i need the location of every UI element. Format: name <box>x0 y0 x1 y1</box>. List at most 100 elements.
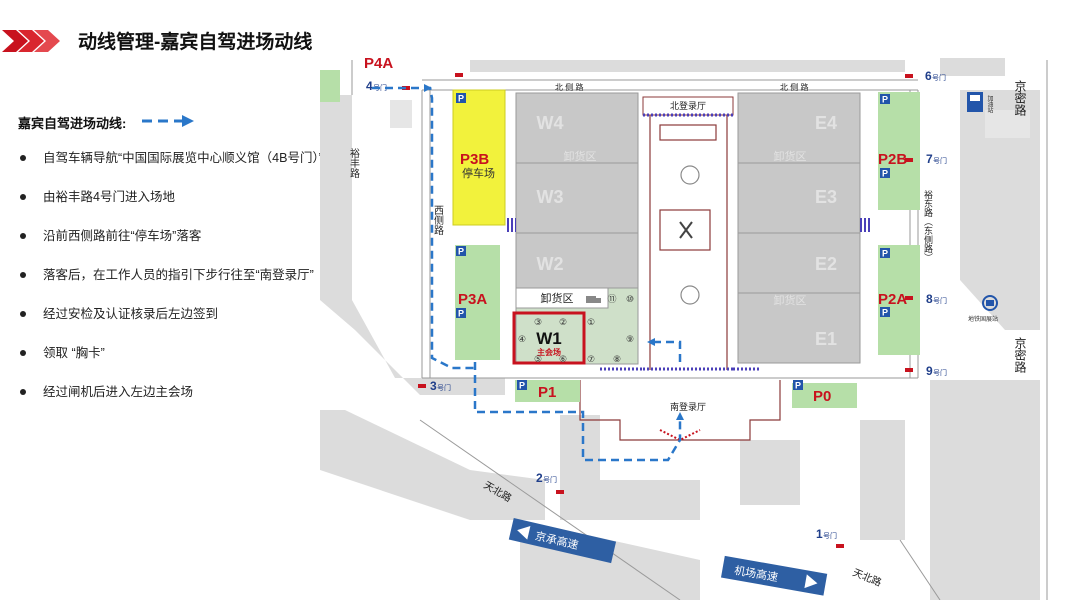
central-corridor <box>579 100 781 441</box>
parking-icons: P P P P P P P P P <box>456 93 890 391</box>
svg-text:W2: W2 <box>537 254 564 274</box>
highway-sign-airport: 机场高速 <box>720 555 828 596</box>
svg-text:⑥: ⑥ <box>559 354 567 364</box>
svg-text:号门: 号门 <box>933 296 947 305</box>
truck-icon <box>586 296 601 303</box>
svg-text:号门: 号门 <box>823 531 837 540</box>
svg-text:3: 3 <box>430 379 437 393</box>
hall-e1 <box>737 292 861 364</box>
svg-text:西侧路: 西侧路 <box>432 205 444 236</box>
hall-w1-label: W1 <box>536 329 562 348</box>
parking-p3b <box>452 89 506 226</box>
svg-text:P: P <box>882 249 888 259</box>
route-step: 沿前西侧路前往“停车场”落客 <box>18 228 358 267</box>
svg-text:①: ① <box>587 317 595 327</box>
route-step: 由裕丰路4号门进入场地 <box>18 189 358 228</box>
chevron-arrows-icon <box>2 30 60 52</box>
parking-p3b-label: 停车场 <box>462 166 495 180</box>
building-block <box>985 110 1030 138</box>
exhibition-halls <box>515 92 861 364</box>
svg-text:天北路: 天北路 <box>851 566 884 589</box>
svg-text:⑧: ⑧ <box>613 354 621 364</box>
parking-labels: P4A P3B P3A P2B P2A P1 P0 <box>364 55 907 405</box>
svg-text:E2: E2 <box>815 254 837 274</box>
page-title: 动线管理-嘉宾自驾进场动线 <box>78 32 313 53</box>
svg-text:号门: 号门 <box>933 156 947 165</box>
svg-text:E1: E1 <box>815 329 837 349</box>
svg-text:京密路: 京密路 <box>1013 80 1027 117</box>
route-step: 落客后，在工作人员的指引下步行往至“南登录厅” <box>18 267 358 306</box>
hall-w3 <box>515 162 639 234</box>
svg-text:⑤: ⑤ <box>534 354 542 364</box>
svg-text:京密路: 京密路 <box>1013 337 1027 374</box>
dashed-route-arrow-icon <box>142 115 194 127</box>
svg-text:8: 8 <box>926 292 933 306</box>
svg-text:9: 9 <box>926 364 933 378</box>
route-step: 领取 “胸卡” <box>18 345 358 384</box>
svg-text:2: 2 <box>536 471 543 485</box>
hall-w4 <box>515 92 639 164</box>
parking-p2b <box>878 92 920 210</box>
svg-text:P: P <box>458 247 464 257</box>
parking-p1 <box>515 380 580 402</box>
guest-route-path <box>372 86 682 462</box>
svg-text:P: P <box>795 381 801 391</box>
subway-station-label: 地铁国展站 <box>968 315 998 323</box>
svg-text:P1: P1 <box>538 384 556 401</box>
building-block <box>390 100 412 128</box>
hall-e4 <box>737 92 861 164</box>
svg-text:1: 1 <box>816 527 823 541</box>
main-venue-label: 主会场 <box>537 347 561 357</box>
gas-station-label: 加油站 <box>986 94 993 114</box>
terrain <box>320 58 1040 600</box>
south-hall-label: 南登录厅 <box>670 401 706 412</box>
hall-labels: W4 W3 W2 E4 E3 E2 E1 <box>537 113 838 349</box>
svg-text:P4A: P4A <box>364 55 393 72</box>
route-legend-title: 嘉宾自驾进场动线: <box>18 116 127 131</box>
svg-text:裕丰路: 裕丰路 <box>348 147 360 179</box>
svg-text:②: ② <box>559 317 567 327</box>
hall-w2 <box>515 232 639 289</box>
north-hall-label: 北登录厅 <box>670 101 706 111</box>
tree-icon <box>680 165 700 305</box>
svg-text:卸货区: 卸货区 <box>564 149 597 163</box>
svg-text:卸货区: 卸货区 <box>774 293 807 307</box>
svg-text:6: 6 <box>925 69 932 83</box>
svg-text:卸货区: 卸货区 <box>774 149 807 163</box>
svg-text:P: P <box>882 169 888 179</box>
route-step: 经过安检及认证核录后左边签到 <box>18 306 358 345</box>
svg-text:E4: E4 <box>815 113 837 133</box>
svg-text:⑨: ⑨ <box>626 334 634 344</box>
highway-sign-jingcheng: 京承高速 <box>508 518 617 564</box>
parking-areas <box>452 89 920 408</box>
svg-text:⑪: ⑪ <box>607 294 616 304</box>
venue-map: P P P P P P P P P W4 W3 W2 E4 E3 E2 E1 卸… <box>320 55 1048 600</box>
svg-text:P0: P0 <box>813 388 831 405</box>
parking-p3a <box>455 245 500 360</box>
svg-text:7: 7 <box>926 152 933 166</box>
route-steps-list: 自驾车辆导航“中国国际展览中心顺义馆（4B号门）” 由裕丰路4号门进入场地 沿前… <box>18 150 358 423</box>
svg-text:P: P <box>519 381 525 391</box>
svg-text:P3B: P3B <box>460 151 489 168</box>
svg-text:裕东路（东侧路）: 裕东路（东侧路） <box>923 189 933 262</box>
svg-text:北 侧 路: 北 侧 路 <box>555 82 583 92</box>
hall-e2 <box>737 232 861 294</box>
route-step: 经过闸机后进入左边主会场 <box>18 384 358 423</box>
svg-text:北 侧 路: 北 侧 路 <box>780 82 808 92</box>
svg-text:P3A: P3A <box>458 291 487 308</box>
route-step: 自驾车辆导航“中国国际展览中心顺义馆（4B号门）” <box>18 150 358 189</box>
hall-e3 <box>737 162 861 234</box>
w1-zone-numbers: ① ② ③ ④ ⑤ ⑥ ⑦ ⑧ ⑨ ⑩ ⑪ <box>518 294 634 364</box>
svg-text:号门: 号门 <box>932 73 946 82</box>
svg-text:P2A: P2A <box>878 291 907 308</box>
subway-icon <box>982 295 998 311</box>
main-venue-outline <box>512 311 586 365</box>
svg-text:P: P <box>458 94 464 104</box>
svg-text:P2B: P2B <box>878 151 907 168</box>
svg-text:号门: 号门 <box>437 383 451 392</box>
svg-text:P: P <box>458 309 464 319</box>
svg-text:⑩: ⑩ <box>626 294 634 304</box>
unload-labels: 卸货区 卸货区 卸货区 <box>564 149 807 307</box>
svg-text:号门: 号门 <box>933 368 947 377</box>
svg-text:④: ④ <box>518 334 526 344</box>
